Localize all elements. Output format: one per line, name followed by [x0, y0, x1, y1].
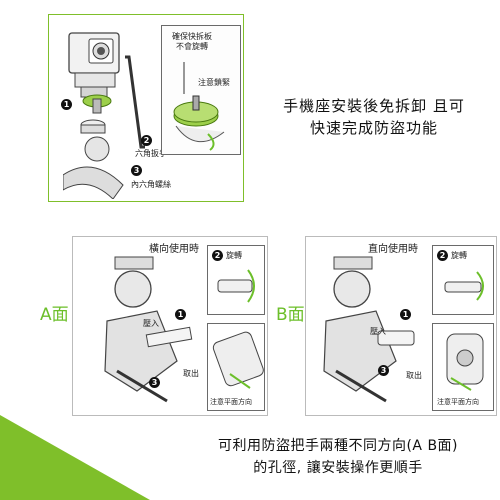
- caption-top-line-1: 手機座安裝後免拆卸 且可: [283, 97, 465, 115]
- step-3-badge: 3: [131, 165, 142, 176]
- panel-b-direction-note: 注意平面方向: [437, 398, 479, 406]
- step-1-badge: 1: [61, 99, 72, 110]
- action-camera-illustration: [68, 32, 120, 98]
- top-illustration-frame: 1 2 六角扳手 3 內六角螺絲 確保快拆板 不會旋轉 注意鎖緊: [48, 14, 244, 202]
- panel-a-remove-label: 取出: [183, 369, 199, 378]
- ball-mount-illustration: [63, 119, 124, 199]
- panel-b-frame: 直向使用時 1 壓入 3 取出 2 旋轉 注意平面方向: [305, 236, 497, 416]
- panel-b-remove-badge: 3: [378, 365, 389, 376]
- face-a-label: A面: [40, 305, 69, 325]
- panel-b-insert-badge: 1: [400, 309, 411, 320]
- panel-a-remove-badge: 3: [149, 377, 160, 388]
- caption-bottom-line-1: 可利用防盜把手兩種不同方向(A B面): [217, 438, 459, 454]
- panel-a-rotate-illustration: [217, 269, 255, 303]
- caption-bottom-line-2: 的孔徑, 讓安裝操作更順手: [253, 460, 423, 476]
- panel-a-title: 橫向使用時: [149, 244, 199, 255]
- panel-a-direction-inset: 注意平面方向: [207, 323, 265, 411]
- caption-top-line-2: 快速完成防盜功能: [309, 119, 438, 137]
- panel-a-rotate-badge: 2: [212, 250, 223, 261]
- panel-b-handle-illustration: [446, 333, 484, 391]
- panel-b-rotate-label: 旋轉: [451, 251, 467, 260]
- panel-a-direction-note: 注意平面方向: [210, 398, 252, 406]
- green-corner-decoration: [0, 415, 150, 500]
- panel-b-rotate-badge: 2: [437, 250, 448, 261]
- panel-a-insert-badge: 1: [175, 309, 186, 320]
- step-2-badge: 2: [141, 135, 152, 146]
- note-tighten: 注意鎖緊: [198, 78, 230, 87]
- panel-b-direction-inset: 注意平面方向: [432, 323, 494, 411]
- hex-screw-label: 內六角螺絲: [131, 180, 171, 189]
- panel-b-title: 直向使用時: [368, 244, 418, 255]
- face-b-label: B面: [276, 305, 305, 325]
- panel-a-frame: 橫向使用時 1 壓入 3 取出 2 旋轉 注意平面方向: [72, 236, 268, 416]
- note-no-rotate: 不會旋轉: [176, 42, 208, 51]
- green-washer-illustration: [82, 94, 112, 114]
- panel-b-remove-label: 取出: [406, 371, 422, 380]
- quick-release-plate-illustration: [173, 62, 225, 151]
- panel-b-insert-label: 壓入: [370, 327, 386, 336]
- quick-release-inset: 確保快拆板 不會旋轉 注意鎖緊: [161, 25, 241, 155]
- panel-b-rotate-inset: 2 旋轉: [432, 245, 494, 315]
- panel-a-clamp-illustration: [104, 256, 193, 403]
- panel-b-rotate-illustration: [444, 271, 484, 301]
- panel-a-insert-label: 壓入: [143, 319, 159, 328]
- note-plate-secure: 確保快拆板: [172, 32, 212, 41]
- panel-a-rotate-inset: 2 旋轉: [207, 245, 265, 315]
- panel-a-rotate-label: 旋轉: [226, 251, 242, 260]
- hex-wrench-label: 六角扳手: [135, 149, 167, 158]
- panel-a-handle-illustration: [212, 331, 264, 389]
- hex-wrench-illustration: [125, 55, 145, 149]
